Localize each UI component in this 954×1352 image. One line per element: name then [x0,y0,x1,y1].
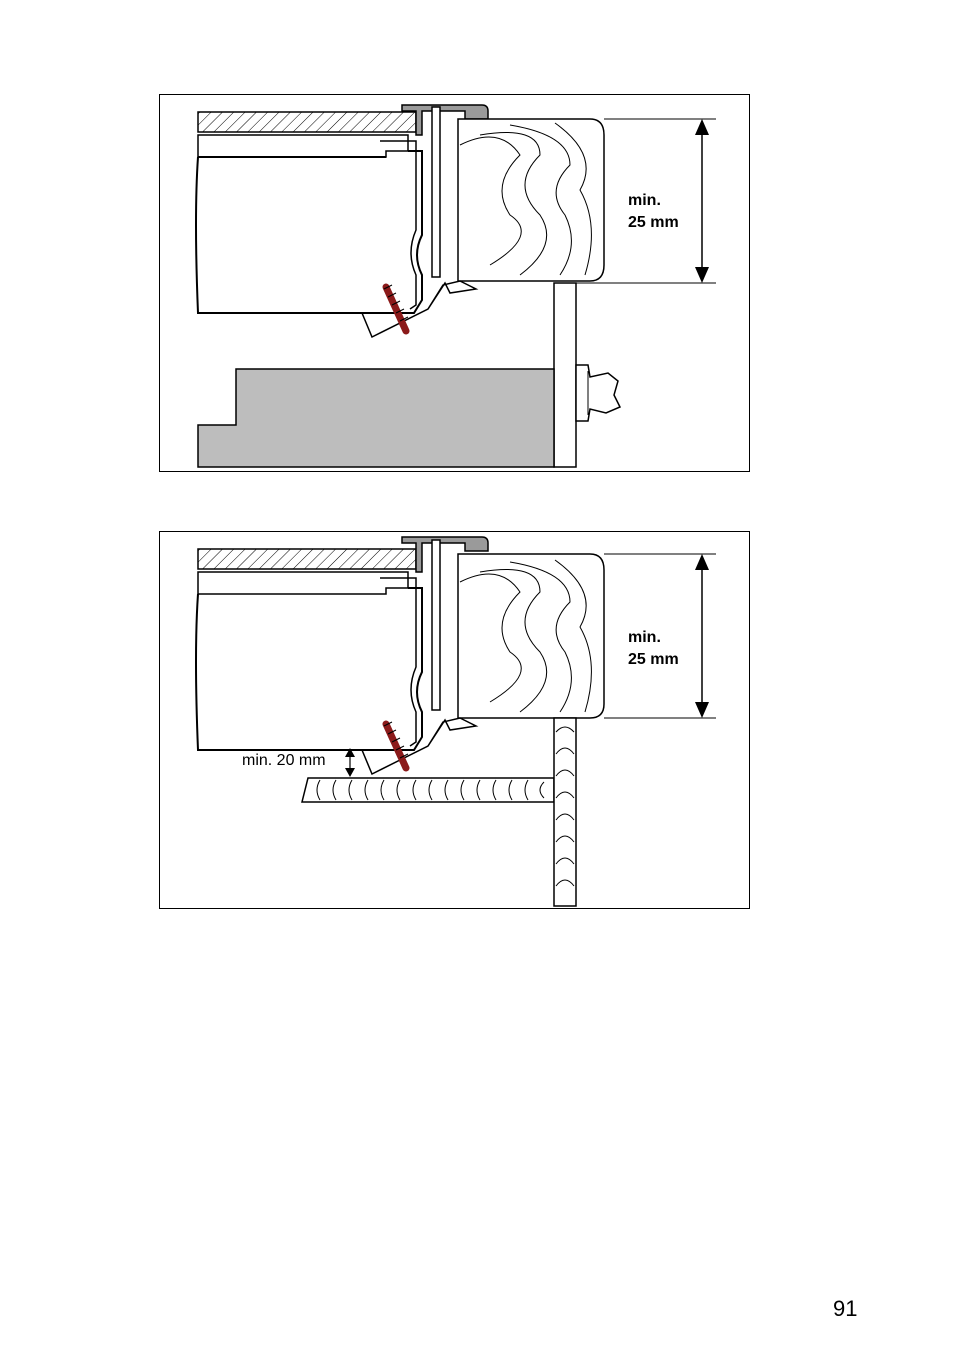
drawer-knob [576,365,620,421]
diagram-drawer-front-svg [160,95,751,473]
ceramic-glass-top [198,112,416,132]
intermediate-shelf [302,778,554,802]
gap-dimension-arrow [345,748,355,777]
installation-diagram-shelf: min. 25 mm min. 20 mm [159,531,750,909]
mounting-bracket [362,281,476,337]
cabinet-side-panel [554,718,576,906]
dimension-label-line1: min. [628,628,661,648]
mounting-bracket [362,718,476,774]
page-number: 91 [833,1296,857,1322]
dimension-label-line1: min. [628,191,661,211]
dimension-label-line2: 25 mm [628,650,679,670]
ceramic-glass-top [198,549,416,569]
fixing-screw [384,722,408,768]
gap-dimension-label: min. 20 mm [242,751,326,771]
fixing-screw [384,285,408,331]
worktop-wood [458,554,604,718]
worktop-wood [458,119,604,281]
installation-diagram-drawer-front: min. 25 mm [159,94,750,472]
diagram-shelf-svg [160,532,751,910]
dimension-label-line2: 25 mm [628,213,679,233]
drawer-front [198,283,576,467]
